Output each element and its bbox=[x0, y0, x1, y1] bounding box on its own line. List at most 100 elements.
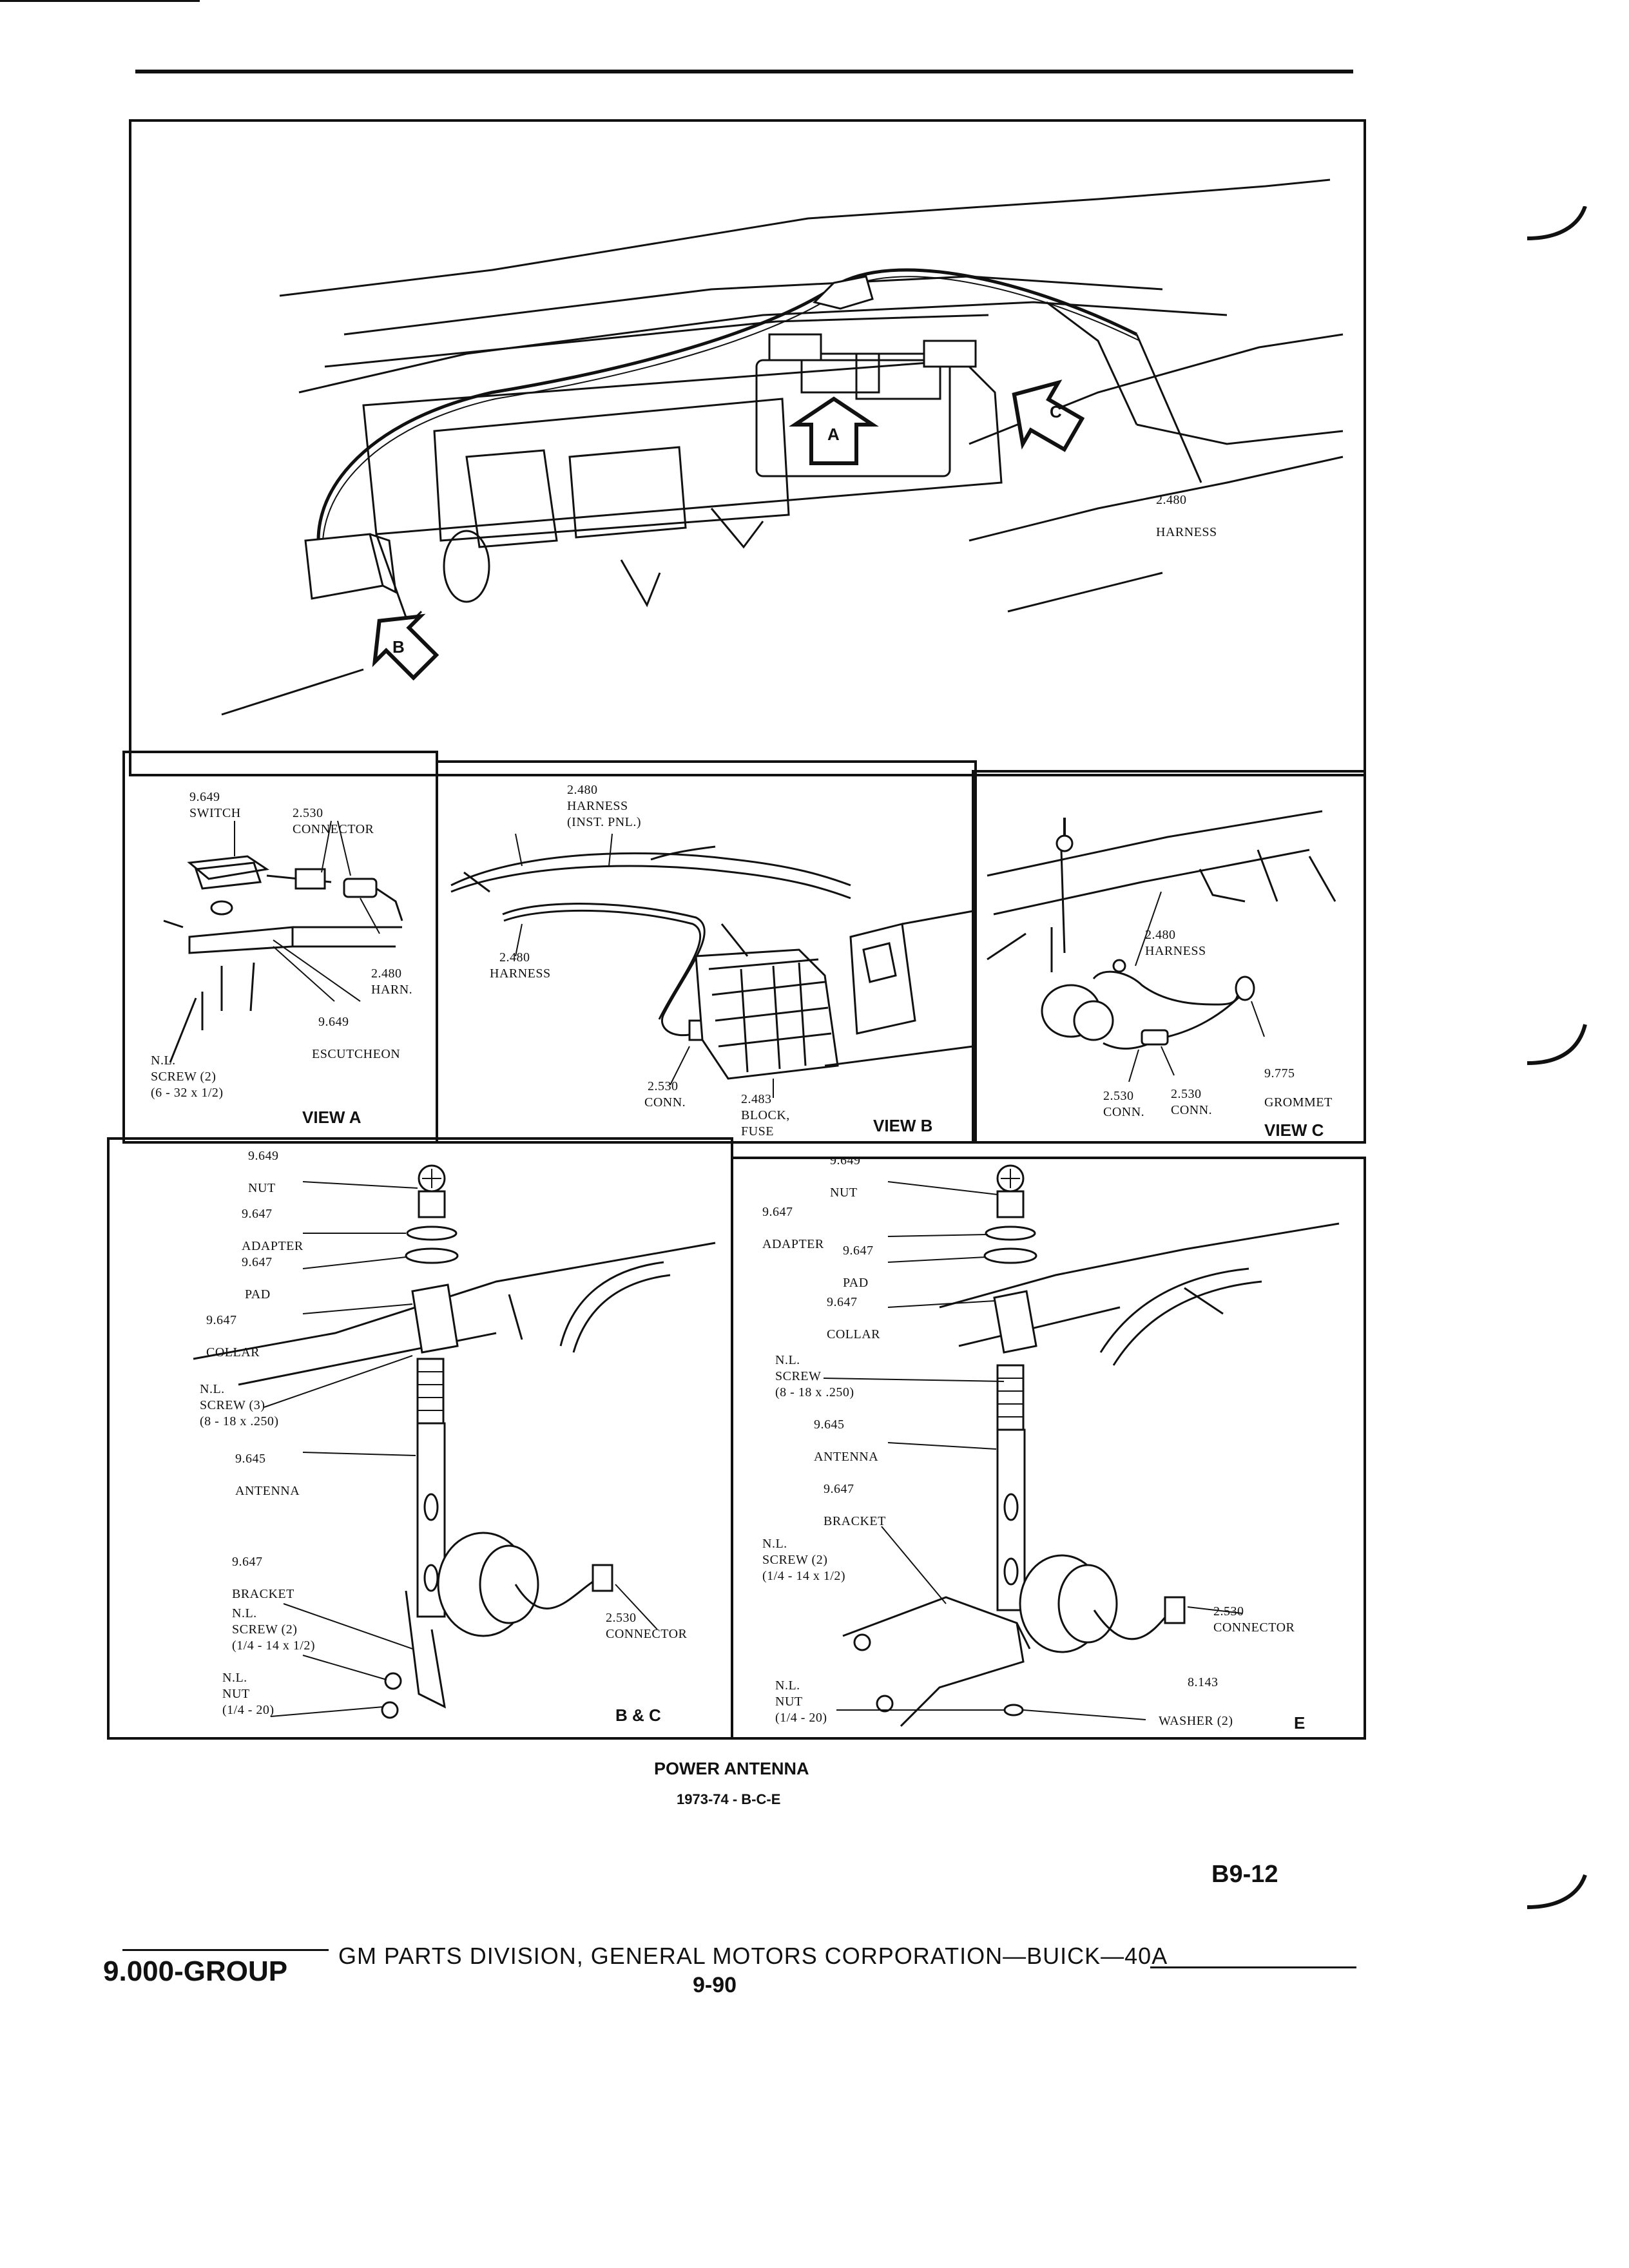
view-a-harn-number: 2.480 bbox=[371, 966, 402, 981]
view-b-block-label: BLOCK, bbox=[741, 1108, 790, 1122]
e-adapter-label: ADAPTER bbox=[762, 1237, 824, 1251]
bc-bracket-label: BRACKET bbox=[232, 1587, 294, 1601]
bc-nut-number: 9.649 bbox=[248, 1149, 279, 1163]
e-screw-nl: N.L. bbox=[775, 1353, 800, 1367]
e-screw2-nl: N.L. bbox=[762, 1537, 787, 1551]
margin-marks bbox=[1527, 206, 1587, 1909]
e-screw-size: (8 - 18 x .250) bbox=[775, 1385, 854, 1399]
bc-adapter-number: 9.647 bbox=[242, 1207, 273, 1221]
e-screw2-label: SCREW (2) bbox=[762, 1553, 828, 1567]
bc-screw2-nl: N.L. bbox=[232, 1606, 257, 1620]
view-c-conn1-label: CONN. bbox=[1103, 1105, 1145, 1119]
view-c-conn2-number: 2.530 bbox=[1171, 1087, 1202, 1101]
harness-label: HARNESS bbox=[1156, 525, 1217, 539]
view-c-harness-label: HARNESS bbox=[1145, 944, 1206, 958]
e-washer-label: WASHER (2) bbox=[1159, 1714, 1233, 1728]
e-collar-number: 9.647 bbox=[827, 1295, 858, 1309]
bc-screw2-size: (1/4 - 14 x 1/2) bbox=[232, 1639, 316, 1653]
view-c-conn1-number: 2.530 bbox=[1103, 1089, 1134, 1103]
footer-group: 9.000-GROUP bbox=[103, 1956, 288, 1987]
footer-left-rule bbox=[122, 1949, 329, 1951]
e-antenna-label: ANTENNA bbox=[814, 1450, 879, 1464]
view-c-title: VIEW C bbox=[1264, 1120, 1324, 1140]
view-b-harness-inst-number: 2.480 bbox=[567, 783, 598, 797]
e-pad-label: PAD bbox=[843, 1276, 869, 1290]
view-c-panel: 2.480 HARNESS 2.530 CONN. 2.530 CONN. 9.… bbox=[972, 770, 1366, 1144]
top-corner-rule bbox=[0, 0, 200, 2]
bc-screw-label: SCREW (3) bbox=[200, 1398, 265, 1412]
e-pad-number: 9.647 bbox=[843, 1244, 874, 1258]
footer-publisher: GM PARTS DIVISION, GENERAL MOTORS CORPOR… bbox=[338, 1943, 1168, 1969]
bc-collar-number: 9.647 bbox=[206, 1313, 237, 1327]
view-a-switch-number: 9.649 bbox=[189, 790, 220, 804]
e-washer-number: 8.143 bbox=[1188, 1675, 1219, 1689]
view-a-panel: 9.649 SWITCH 2.530 CONNECTOR 2.480 HARN.… bbox=[122, 751, 438, 1144]
caption-title: POWER ANTENNA bbox=[654, 1759, 809, 1778]
bc-adapter-label: ADAPTER bbox=[242, 1239, 304, 1253]
view-b-panel: 2.480 HARNESS (INST. PNL.) 2.480 HARNESS… bbox=[436, 760, 977, 1144]
e-nut-number: 9.649 bbox=[830, 1157, 861, 1168]
e-collar-label: COLLAR bbox=[827, 1327, 880, 1341]
view-c-harness-number: 2.480 bbox=[1145, 928, 1176, 942]
e-nut2-nl: N.L. bbox=[775, 1678, 800, 1693]
view-c-conn2-label: CONN. bbox=[1171, 1103, 1213, 1117]
view-a-escutcheon-number: 9.649 bbox=[318, 1015, 349, 1029]
bc-antenna-label: ANTENNA bbox=[235, 1484, 300, 1498]
bc-nut2-nl: N.L. bbox=[222, 1671, 247, 1685]
bc-pad-number: 9.647 bbox=[242, 1255, 273, 1269]
view-b-conn-number: 2.530 bbox=[648, 1079, 679, 1093]
bc-antenna-number: 9.645 bbox=[235, 1452, 266, 1466]
e-nut-label: NUT bbox=[830, 1186, 858, 1200]
arrow-b-label: B bbox=[392, 637, 405, 657]
view-e-illustration bbox=[823, 1164, 1340, 1727]
view-bc-title: B & C bbox=[615, 1706, 661, 1725]
view-a-harn-label: HARN. bbox=[371, 983, 413, 997]
bc-pad-label: PAD bbox=[245, 1287, 271, 1302]
harness-number: 2.480 bbox=[1156, 493, 1187, 507]
bc-screw-size: (8 - 18 x .250) bbox=[200, 1414, 279, 1428]
e-bracket-number: 9.647 bbox=[824, 1482, 854, 1496]
view-b-conn-label: CONN. bbox=[644, 1095, 686, 1110]
e-connector-label: CONNECTOR bbox=[1213, 1620, 1295, 1635]
view-a-connector-label: CONNECTOR bbox=[293, 822, 374, 836]
e-bracket-label: BRACKET bbox=[824, 1514, 886, 1528]
view-c-grommet-label: GROMMET bbox=[1264, 1095, 1333, 1110]
view-a-title: VIEW A bbox=[302, 1108, 361, 1127]
view-b-harness-label: HARNESS bbox=[490, 966, 551, 981]
main-dash-panel: A C B 2.480 HARNESS bbox=[129, 119, 1366, 776]
bc-nut2-label: NUT bbox=[222, 1687, 250, 1701]
arrow-a-label: A bbox=[827, 425, 840, 444]
view-e-title: E bbox=[1294, 1713, 1306, 1733]
bc-collar-label: COLLAR bbox=[206, 1345, 260, 1360]
dash-illustration bbox=[221, 178, 1344, 716]
view-bc-illustration bbox=[193, 1164, 716, 1719]
e-nut2-label: NUT bbox=[775, 1695, 803, 1709]
view-b-fuse-label: FUSE bbox=[741, 1124, 774, 1139]
bc-nut-label: NUT bbox=[248, 1181, 276, 1195]
caption-subtitle: 1973-74 - B-C-E bbox=[677, 1791, 781, 1807]
e-nut2-size: (1/4 - 20) bbox=[775, 1711, 827, 1725]
bc-connector-number: 2.530 bbox=[606, 1611, 637, 1625]
view-b-block-number: 2.483 bbox=[741, 1092, 772, 1106]
view-b-title: VIEW B bbox=[873, 1116, 933, 1135]
e-screw2-size: (1/4 - 14 x 1/2) bbox=[762, 1569, 846, 1583]
arrow-c-label: C bbox=[1050, 402, 1062, 421]
view-a-screw-size: (6 - 32 x 1/2) bbox=[151, 1086, 224, 1100]
view-b-harness-inst-sub: (INST. PNL.) bbox=[567, 815, 642, 829]
e-connector-number: 2.530 bbox=[1213, 1604, 1244, 1619]
footer-page-number: 9-90 bbox=[693, 1973, 737, 1997]
view-c-illustration bbox=[987, 810, 1336, 1082]
header-rule bbox=[135, 70, 1353, 73]
view-b-illustration bbox=[450, 833, 974, 1098]
bc-screw2-label: SCREW (2) bbox=[232, 1622, 298, 1637]
view-a-connector-number: 2.530 bbox=[293, 806, 323, 820]
e-adapter-number: 9.647 bbox=[762, 1205, 793, 1219]
view-b-harness-inst-label: HARNESS bbox=[567, 799, 628, 813]
page-reference: B9-12 bbox=[1211, 1861, 1278, 1888]
e-screw-label: SCREW bbox=[775, 1369, 822, 1383]
e-antenna-number: 9.645 bbox=[814, 1418, 845, 1432]
footer-right-rule bbox=[1150, 1966, 1356, 1968]
view-b-harness-number: 2.480 bbox=[499, 950, 530, 965]
view-a-screw-label: SCREW (2) bbox=[151, 1070, 217, 1084]
view-a-illustration bbox=[163, 820, 403, 1063]
